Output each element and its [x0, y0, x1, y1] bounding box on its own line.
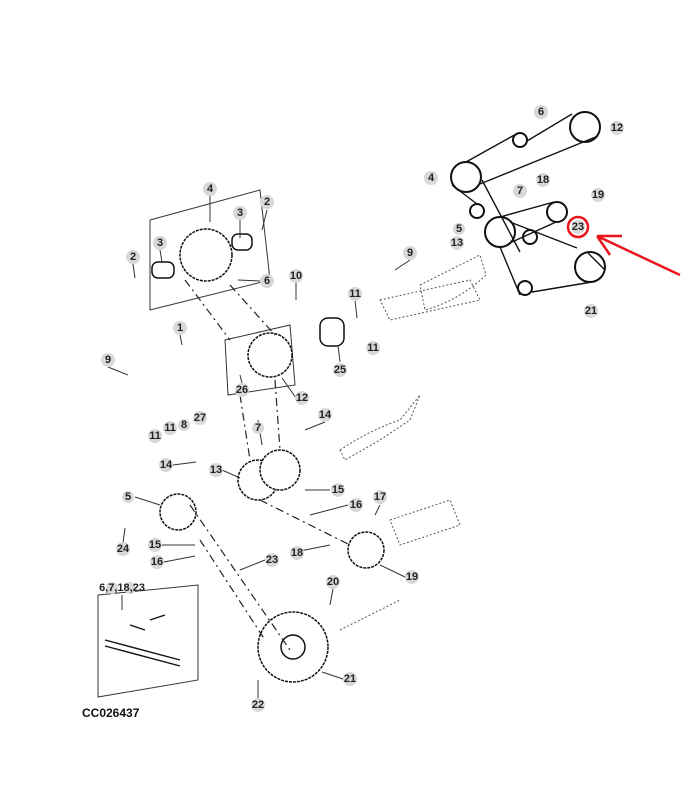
- callout-13: 13: [451, 237, 463, 249]
- idler-pulley: [469, 203, 485, 219]
- sprocket: [179, 228, 233, 282]
- callout: 9: [407, 247, 413, 259]
- callout-18: 18: [537, 174, 549, 186]
- figure-code: CC026437: [82, 706, 140, 720]
- callout: 2: [130, 251, 136, 263]
- callout: 11: [349, 288, 361, 300]
- exploded-callouts: 4 3 2 2 3 6 10 9 11 11 25 1 9 26 12 11 1…: [99, 182, 419, 712]
- callout: 13: [210, 464, 222, 476]
- red-arrow-icon: [595, 234, 681, 277]
- callout: 10: [290, 270, 302, 282]
- idler-pulley: [512, 132, 528, 148]
- bearing: [151, 261, 175, 279]
- callout: 26: [236, 384, 248, 396]
- callout: 25: [334, 364, 346, 376]
- callout: 18: [291, 547, 303, 559]
- callout: 6: [264, 275, 270, 287]
- callout-21: 21: [585, 305, 597, 317]
- belt-callouts: 6 12 4 7 18 19 5 13 23 21: [424, 105, 681, 318]
- callout: 12: [296, 392, 308, 404]
- callout: 14: [160, 459, 173, 471]
- callout: 15: [332, 484, 344, 496]
- hub: [280, 634, 306, 660]
- callout: 14: [319, 409, 332, 421]
- callout-23-highlighted: 23: [572, 221, 584, 233]
- sprocket-5: [159, 493, 197, 531]
- hub-25: [319, 317, 345, 347]
- callout-19: 19: [592, 189, 604, 201]
- sprocket-19: [347, 531, 385, 569]
- roller-chain: [104, 639, 181, 667]
- callout: 3: [237, 207, 243, 219]
- bearing: [231, 233, 253, 251]
- callout: 11: [164, 422, 176, 434]
- callout: 7: [255, 422, 261, 434]
- chain-links: [129, 614, 166, 631]
- callout: 17: [374, 491, 386, 503]
- callout: 21: [344, 673, 356, 685]
- callout: 8: [181, 419, 187, 431]
- callout: 22: [252, 699, 264, 711]
- chain-kit-panel: [97, 584, 199, 698]
- callout: 24: [117, 543, 130, 555]
- assembly-panel: [224, 324, 296, 396]
- callout: 23: [266, 554, 278, 566]
- chain-kit-callout: 6,7,18,23: [99, 582, 145, 594]
- callout-4: 4: [428, 172, 435, 184]
- callout-6: 6: [538, 106, 544, 118]
- callout: 1: [177, 322, 183, 334]
- callout: 16: [350, 499, 362, 511]
- callout: 11: [149, 430, 161, 442]
- callout: 3: [157, 237, 163, 249]
- callout-5: 5: [456, 223, 462, 235]
- callout: 11: [367, 342, 379, 354]
- callout: 19: [406, 571, 418, 583]
- callout: 9: [105, 354, 111, 366]
- callout: 15: [149, 539, 161, 551]
- callout: 4: [207, 183, 214, 195]
- callout: 2: [264, 196, 270, 208]
- exploded-parts-view: [97, 189, 481, 698]
- sprocket: [259, 449, 301, 491]
- pulley-19: [546, 201, 568, 223]
- callout: 27: [194, 412, 206, 424]
- pulley-21: [574, 251, 606, 283]
- callout: 20: [327, 576, 339, 588]
- belt-routing-schematic: [419, 111, 606, 311]
- callout: 16: [151, 556, 163, 568]
- idler-pulley: [517, 280, 533, 296]
- sprocket: [247, 332, 293, 378]
- callout-7: 7: [517, 185, 523, 197]
- highlight-ring: [566, 215, 590, 239]
- callout-12: 12: [611, 122, 623, 134]
- callout: 5: [125, 491, 131, 503]
